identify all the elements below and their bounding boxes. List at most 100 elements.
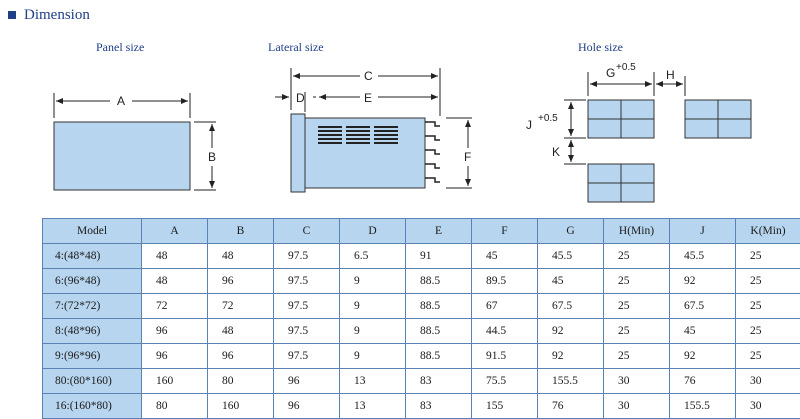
dim-e-label: E — [364, 91, 372, 105]
dim-j-label: J — [526, 118, 532, 132]
table-cell: 30 — [736, 369, 800, 394]
table-cell: 80 — [208, 369, 274, 394]
table-cell: 48 — [208, 244, 274, 269]
table-cell: 67 — [472, 294, 538, 319]
table-row: 8:(48*96) 96 48 97.5 9 88.5 44.5 92 25 4… — [43, 319, 800, 344]
column-header-d: D — [340, 219, 406, 244]
column-header-h: H(Min) — [604, 219, 670, 244]
table-cell: 25 — [604, 294, 670, 319]
table-cell: 88.5 — [406, 269, 472, 294]
table-row: 6:(96*48) 48 96 97.5 9 88.5 89.5 45 25 9… — [43, 269, 800, 294]
column-header-g: G — [538, 219, 604, 244]
dim-g-label: G — [606, 66, 615, 80]
column-header-j: J — [670, 219, 736, 244]
table-cell: 92 — [670, 344, 736, 369]
dim-d-label: D — [296, 91, 305, 105]
table-cell: 92 — [538, 344, 604, 369]
table-cell: 72 — [208, 294, 274, 319]
table-cell: 96 — [274, 394, 340, 419]
table-cell: 48 — [142, 269, 208, 294]
column-header-k: K(Min) — [736, 219, 800, 244]
table-cell: 97.5 — [274, 294, 340, 319]
table-cell: 97.5 — [274, 244, 340, 269]
housing-body — [305, 118, 425, 188]
dimension-table: Model A B C D E F G H(Min) J K(Min) 4:(4… — [42, 218, 800, 419]
table-cell: 45 — [670, 319, 736, 344]
model-cell: 4:(48*48) — [43, 244, 142, 269]
table-cell: 9 — [340, 269, 406, 294]
column-header-f: F — [472, 219, 538, 244]
table-cell: 76 — [670, 369, 736, 394]
model-cell: 8:(48*96) — [43, 319, 142, 344]
table-cell: 83 — [406, 394, 472, 419]
table-cell: 30 — [736, 394, 800, 419]
table-cell: 45 — [472, 244, 538, 269]
table-row: 9:(96*96) 96 96 97.5 9 88.5 91.5 92 25 9… — [43, 344, 800, 369]
dim-b-label: B — [208, 150, 216, 164]
table-cell: 9 — [340, 319, 406, 344]
table-cell: 6.5 — [340, 244, 406, 269]
table-cell: 9 — [340, 344, 406, 369]
table-cell: 91 — [406, 244, 472, 269]
table-cell: 45.5 — [538, 244, 604, 269]
table-cell: 45 — [538, 269, 604, 294]
dim-a-label: A — [117, 94, 125, 108]
table-cell: 160 — [142, 369, 208, 394]
table-cell: 25 — [604, 244, 670, 269]
dim-h-label: H — [666, 68, 675, 82]
model-cell: 7:(72*72) — [43, 294, 142, 319]
table-cell: 48 — [142, 244, 208, 269]
hole-cutout-view — [564, 72, 751, 202]
table-cell: 83 — [406, 369, 472, 394]
table-cell: 25 — [604, 344, 670, 369]
table-cell: 13 — [340, 369, 406, 394]
table-cell: 25 — [604, 319, 670, 344]
table-cell: 9 — [340, 294, 406, 319]
table-cell: 97.5 — [274, 319, 340, 344]
table-cell: 25 — [736, 319, 800, 344]
dim-c-label: C — [364, 69, 373, 83]
table-row: 4:(48*48) 48 48 97.5 6.5 91 45 45.5 25 4… — [43, 244, 800, 269]
table-cell: 25 — [736, 244, 800, 269]
table-cell: 67.5 — [670, 294, 736, 319]
front-bezel — [291, 114, 305, 192]
model-cell: 80:(80*160) — [43, 369, 142, 394]
dim-g-tolerance: +0.5 — [616, 62, 636, 73]
column-header-a: A — [142, 219, 208, 244]
table-cell: 13 — [340, 394, 406, 419]
table-cell: 97.5 — [274, 344, 340, 369]
panel-front-view — [54, 93, 216, 190]
table-cell: 155.5 — [538, 369, 604, 394]
table-cell: 96 — [208, 344, 274, 369]
model-cell: 16:(160*80) — [43, 394, 142, 419]
column-header-e: E — [406, 219, 472, 244]
table-cell: 88.5 — [406, 319, 472, 344]
table-cell: 92 — [670, 269, 736, 294]
table-cell: 96 — [208, 269, 274, 294]
table-cell: 25 — [736, 344, 800, 369]
table-cell: 80 — [142, 394, 208, 419]
table-cell: 67.5 — [538, 294, 604, 319]
lateral-side-view — [275, 68, 472, 192]
dim-k-label: K — [552, 145, 560, 159]
column-header-c: C — [274, 219, 340, 244]
table-cell: 92 — [538, 319, 604, 344]
model-cell: 9:(96*96) — [43, 344, 142, 369]
table-cell: 155 — [472, 394, 538, 419]
table-cell: 44.5 — [472, 319, 538, 344]
table-cell: 89.5 — [472, 269, 538, 294]
column-header-b: B — [208, 219, 274, 244]
table-cell: 96 — [142, 344, 208, 369]
panel-outline — [54, 122, 190, 190]
table-row: 7:(72*72) 72 72 97.5 9 88.5 67 67.5 25 6… — [43, 294, 800, 319]
table-header-row: Model A B C D E F G H(Min) J K(Min) — [43, 219, 800, 244]
table-cell: 155.5 — [670, 394, 736, 419]
terminal-pins — [425, 122, 440, 182]
table-cell: 75.5 — [472, 369, 538, 394]
table-cell: 160 — [208, 394, 274, 419]
table-cell: 97.5 — [274, 269, 340, 294]
table-cell: 25 — [604, 269, 670, 294]
table-cell: 30 — [604, 394, 670, 419]
table-cell: 30 — [604, 369, 670, 394]
dimension-diagrams — [0, 0, 800, 218]
